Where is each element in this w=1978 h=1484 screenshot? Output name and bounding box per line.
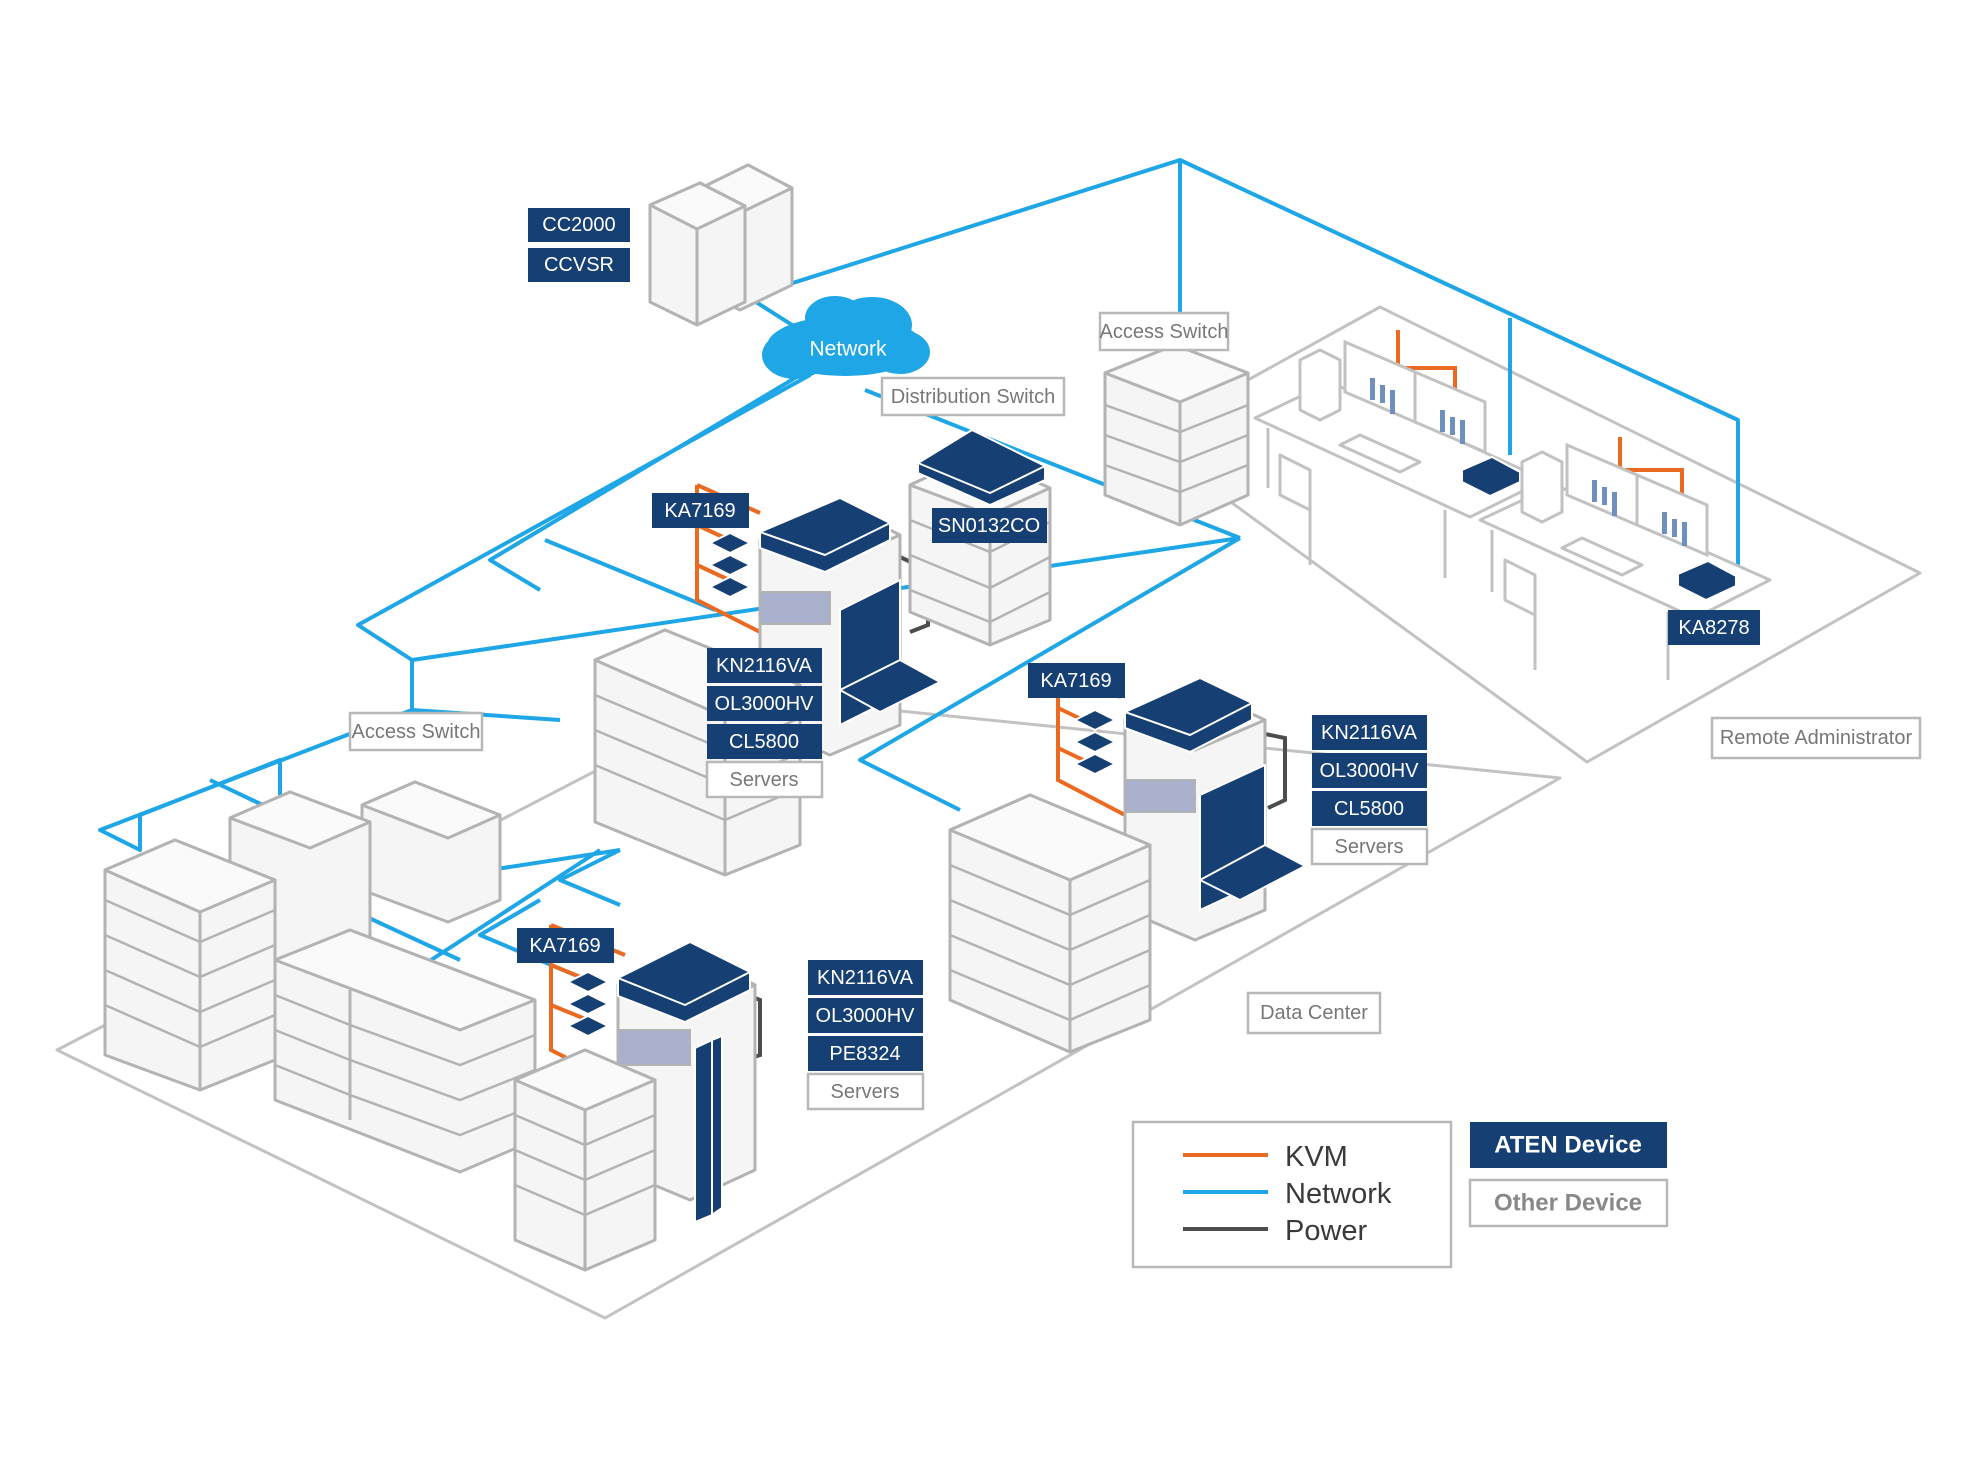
left-server-cluster bbox=[103, 780, 537, 1174]
label-access-switch-left: Access Switch bbox=[348, 711, 484, 752]
rack-b-device-label: CL5800 bbox=[1334, 798, 1404, 820]
svg-text:Access Switch: Access Switch bbox=[352, 721, 481, 743]
rack-a-labels: KA7169 KN2116VA OL3000HV CL5800 Servers bbox=[652, 493, 824, 799]
remote-admin-workstations bbox=[1253, 339, 1772, 680]
label-data-center: Data Center bbox=[1246, 991, 1382, 1035]
sn0132co-stack bbox=[908, 429, 1052, 647]
rack-c-labels: KA7169 KN2116VA OL3000HV PE8324 Servers bbox=[517, 928, 925, 1111]
label-remote-administrator: Remote Administrator bbox=[1710, 716, 1922, 760]
svg-text:Remote Administrator: Remote Administrator bbox=[1720, 727, 1913, 749]
svg-text:CCVSR: CCVSR bbox=[544, 254, 614, 276]
label-ccvsr: CCVSR bbox=[528, 248, 630, 282]
rack-c-device-label: OL3000HV bbox=[816, 1005, 916, 1027]
svg-text:Access Switch: Access Switch bbox=[1100, 321, 1229, 343]
legend-label-network: Network bbox=[1285, 1178, 1392, 1210]
network-cloud: Network bbox=[762, 296, 930, 379]
rack-a-device-label: CL5800 bbox=[729, 731, 799, 753]
legend-other-device-key bbox=[1468, 1178, 1669, 1228]
svg-text:Distribution Switch: Distribution Switch bbox=[891, 386, 1056, 408]
rack-a-servers-label: Servers bbox=[730, 769, 799, 791]
remote-admin-floor bbox=[1141, 305, 1922, 764]
rack-b bbox=[948, 677, 1306, 1054]
label-cc2000: CC2000 bbox=[528, 208, 630, 242]
legend-label-kvm: KVM bbox=[1285, 1141, 1348, 1173]
svg-text:KA8278: KA8278 bbox=[1678, 617, 1749, 639]
rack-b-servers-label: Servers bbox=[1335, 836, 1404, 858]
label-distribution-switch: Distribution Switch bbox=[880, 376, 1066, 417]
legend-label-power: Power bbox=[1285, 1215, 1368, 1247]
legend-aten-device-key bbox=[1470, 1122, 1667, 1168]
rack-b-adapter-label: KA7169 bbox=[1040, 670, 1111, 692]
rack-c-device-label: PE8324 bbox=[829, 1043, 900, 1065]
rack-a-adapter-label: KA7169 bbox=[664, 500, 735, 522]
network-cloud-label: Network bbox=[809, 338, 887, 361]
rack-b-labels: KA7169 KN2116VA OL3000HV CL5800 Servers bbox=[1028, 663, 1429, 866]
svg-text:SN0132CO: SN0132CO bbox=[938, 515, 1040, 537]
rack-c bbox=[513, 941, 757, 1272]
data-center-floor bbox=[55, 693, 1562, 1320]
svg-text:CC2000: CC2000 bbox=[542, 214, 615, 236]
cc2000-servers bbox=[648, 163, 794, 327]
rack-b-device-label: KN2116VA bbox=[1321, 722, 1418, 744]
rack-c-servers-label: Servers bbox=[831, 1081, 900, 1103]
legend-box bbox=[1131, 1120, 1453, 1269]
label-ka8278: KA8278 bbox=[1668, 610, 1760, 645]
rack-a-device-label: OL3000HV bbox=[715, 693, 815, 715]
label-sn0132co: SN0132CO bbox=[932, 508, 1047, 543]
legend: KVM Network Power ATEN Device Other Devi… bbox=[1131, 1120, 1669, 1269]
label-access-switch-top: Access Switch bbox=[1098, 311, 1230, 352]
rack-b-device-label: OL3000HV bbox=[1320, 760, 1420, 782]
access-switch-top-stack bbox=[1103, 343, 1250, 527]
rack-c-device-label: KN2116VA bbox=[817, 967, 914, 989]
svg-text:Data Center: Data Center bbox=[1260, 1002, 1368, 1024]
rack-a-device-label: KN2116VA bbox=[716, 655, 813, 677]
rack-c-adapter-label: KA7169 bbox=[529, 935, 600, 957]
legend-aten-device-label: ATEN Device bbox=[1494, 1132, 1642, 1159]
legend-other-device-label: Other Device bbox=[1494, 1190, 1642, 1217]
